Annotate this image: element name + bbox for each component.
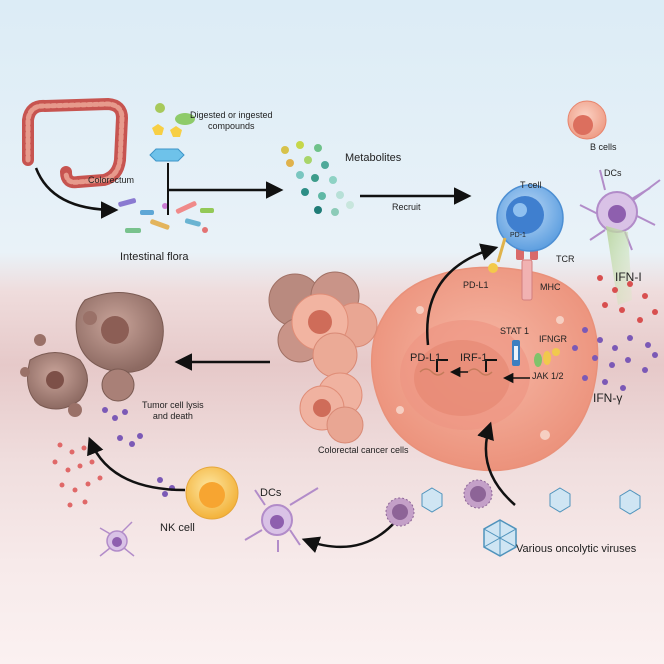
arrow-virus-to-dc bbox=[301, 521, 396, 554]
ifn-gamma-label: IFN-γ bbox=[593, 391, 623, 405]
dcs-bottom-label: DCs bbox=[260, 487, 282, 499]
pd-l1-gene-label: PD-L1 bbox=[410, 352, 442, 364]
lysis-debris-dots bbox=[52, 407, 175, 508]
mhc-label: MHC bbox=[540, 282, 561, 292]
metabolites-label: Metabolites bbox=[345, 152, 402, 164]
compounds-icons bbox=[149, 103, 195, 162]
ifngr-label: IFNGR bbox=[539, 334, 567, 344]
dendritic-cell-small bbox=[99, 521, 135, 557]
irf-1-gene-promoter bbox=[467, 359, 497, 376]
colorectum-label: Colorectum bbox=[88, 175, 135, 185]
tcr-label: TCR bbox=[556, 254, 575, 264]
lysed-tumor-cells bbox=[20, 292, 164, 417]
pd-1-label: PD-1 bbox=[510, 232, 526, 239]
nk-cell-label: NK cell bbox=[160, 522, 195, 534]
stat1-receptor bbox=[512, 340, 520, 366]
intestinal-flora-label: Intestinal flora bbox=[120, 251, 189, 263]
ifn-i-cone bbox=[606, 226, 632, 305]
dcs-top-label: DCs bbox=[604, 168, 622, 178]
metabolites-dots bbox=[281, 141, 354, 216]
arrow-tumor-to-tcell bbox=[425, 243, 499, 346]
recruit-label: Recruit bbox=[392, 202, 421, 212]
b-cells-label: B cells bbox=[590, 142, 617, 152]
intestinal-flora-icons bbox=[118, 198, 214, 233]
ifn-dots bbox=[572, 275, 658, 391]
ifn-i-label: IFN-I bbox=[615, 270, 642, 284]
colorectal-tumor-cell-large bbox=[370, 266, 599, 472]
tumor-lysis-label: Tumor cell lysis and death bbox=[142, 400, 204, 421]
t-cell-label: T cell bbox=[520, 180, 542, 190]
arrow-colorectum-to-flora bbox=[34, 167, 119, 219]
dendritic-cell-bottom bbox=[244, 487, 319, 552]
oncolytic-viruses bbox=[385, 479, 641, 557]
colorectal-cancer-cell-cluster bbox=[268, 271, 378, 444]
colorectum-illustration bbox=[22, 97, 129, 189]
pd-1-receptor bbox=[488, 237, 507, 273]
digested-compounds-label: Digested or ingested compounds bbox=[190, 110, 273, 131]
jak-label: JAK 1/2 bbox=[532, 371, 564, 381]
ifngr-receptor bbox=[534, 348, 560, 367]
stat1-label: STAT 1 bbox=[500, 326, 530, 336]
colorectal-cancer-cells-label: Colorectal cancer cells bbox=[318, 445, 409, 455]
irf-1-gene-label: IRF-1 bbox=[460, 352, 488, 364]
oncolytic-viruses-label: Various oncolytic viruses bbox=[516, 543, 637, 555]
dendritic-cell-top bbox=[579, 169, 661, 251]
arrow-nk-to-lysis bbox=[87, 436, 186, 492]
nk-cell bbox=[185, 466, 239, 520]
t-cell bbox=[496, 184, 564, 252]
pd-l1-receptor-label: PD-L1 bbox=[463, 280, 489, 290]
arrow-virus-to-tumor bbox=[477, 421, 516, 506]
b-cell bbox=[567, 100, 607, 140]
pd-l1-gene-promoter bbox=[419, 359, 448, 376]
